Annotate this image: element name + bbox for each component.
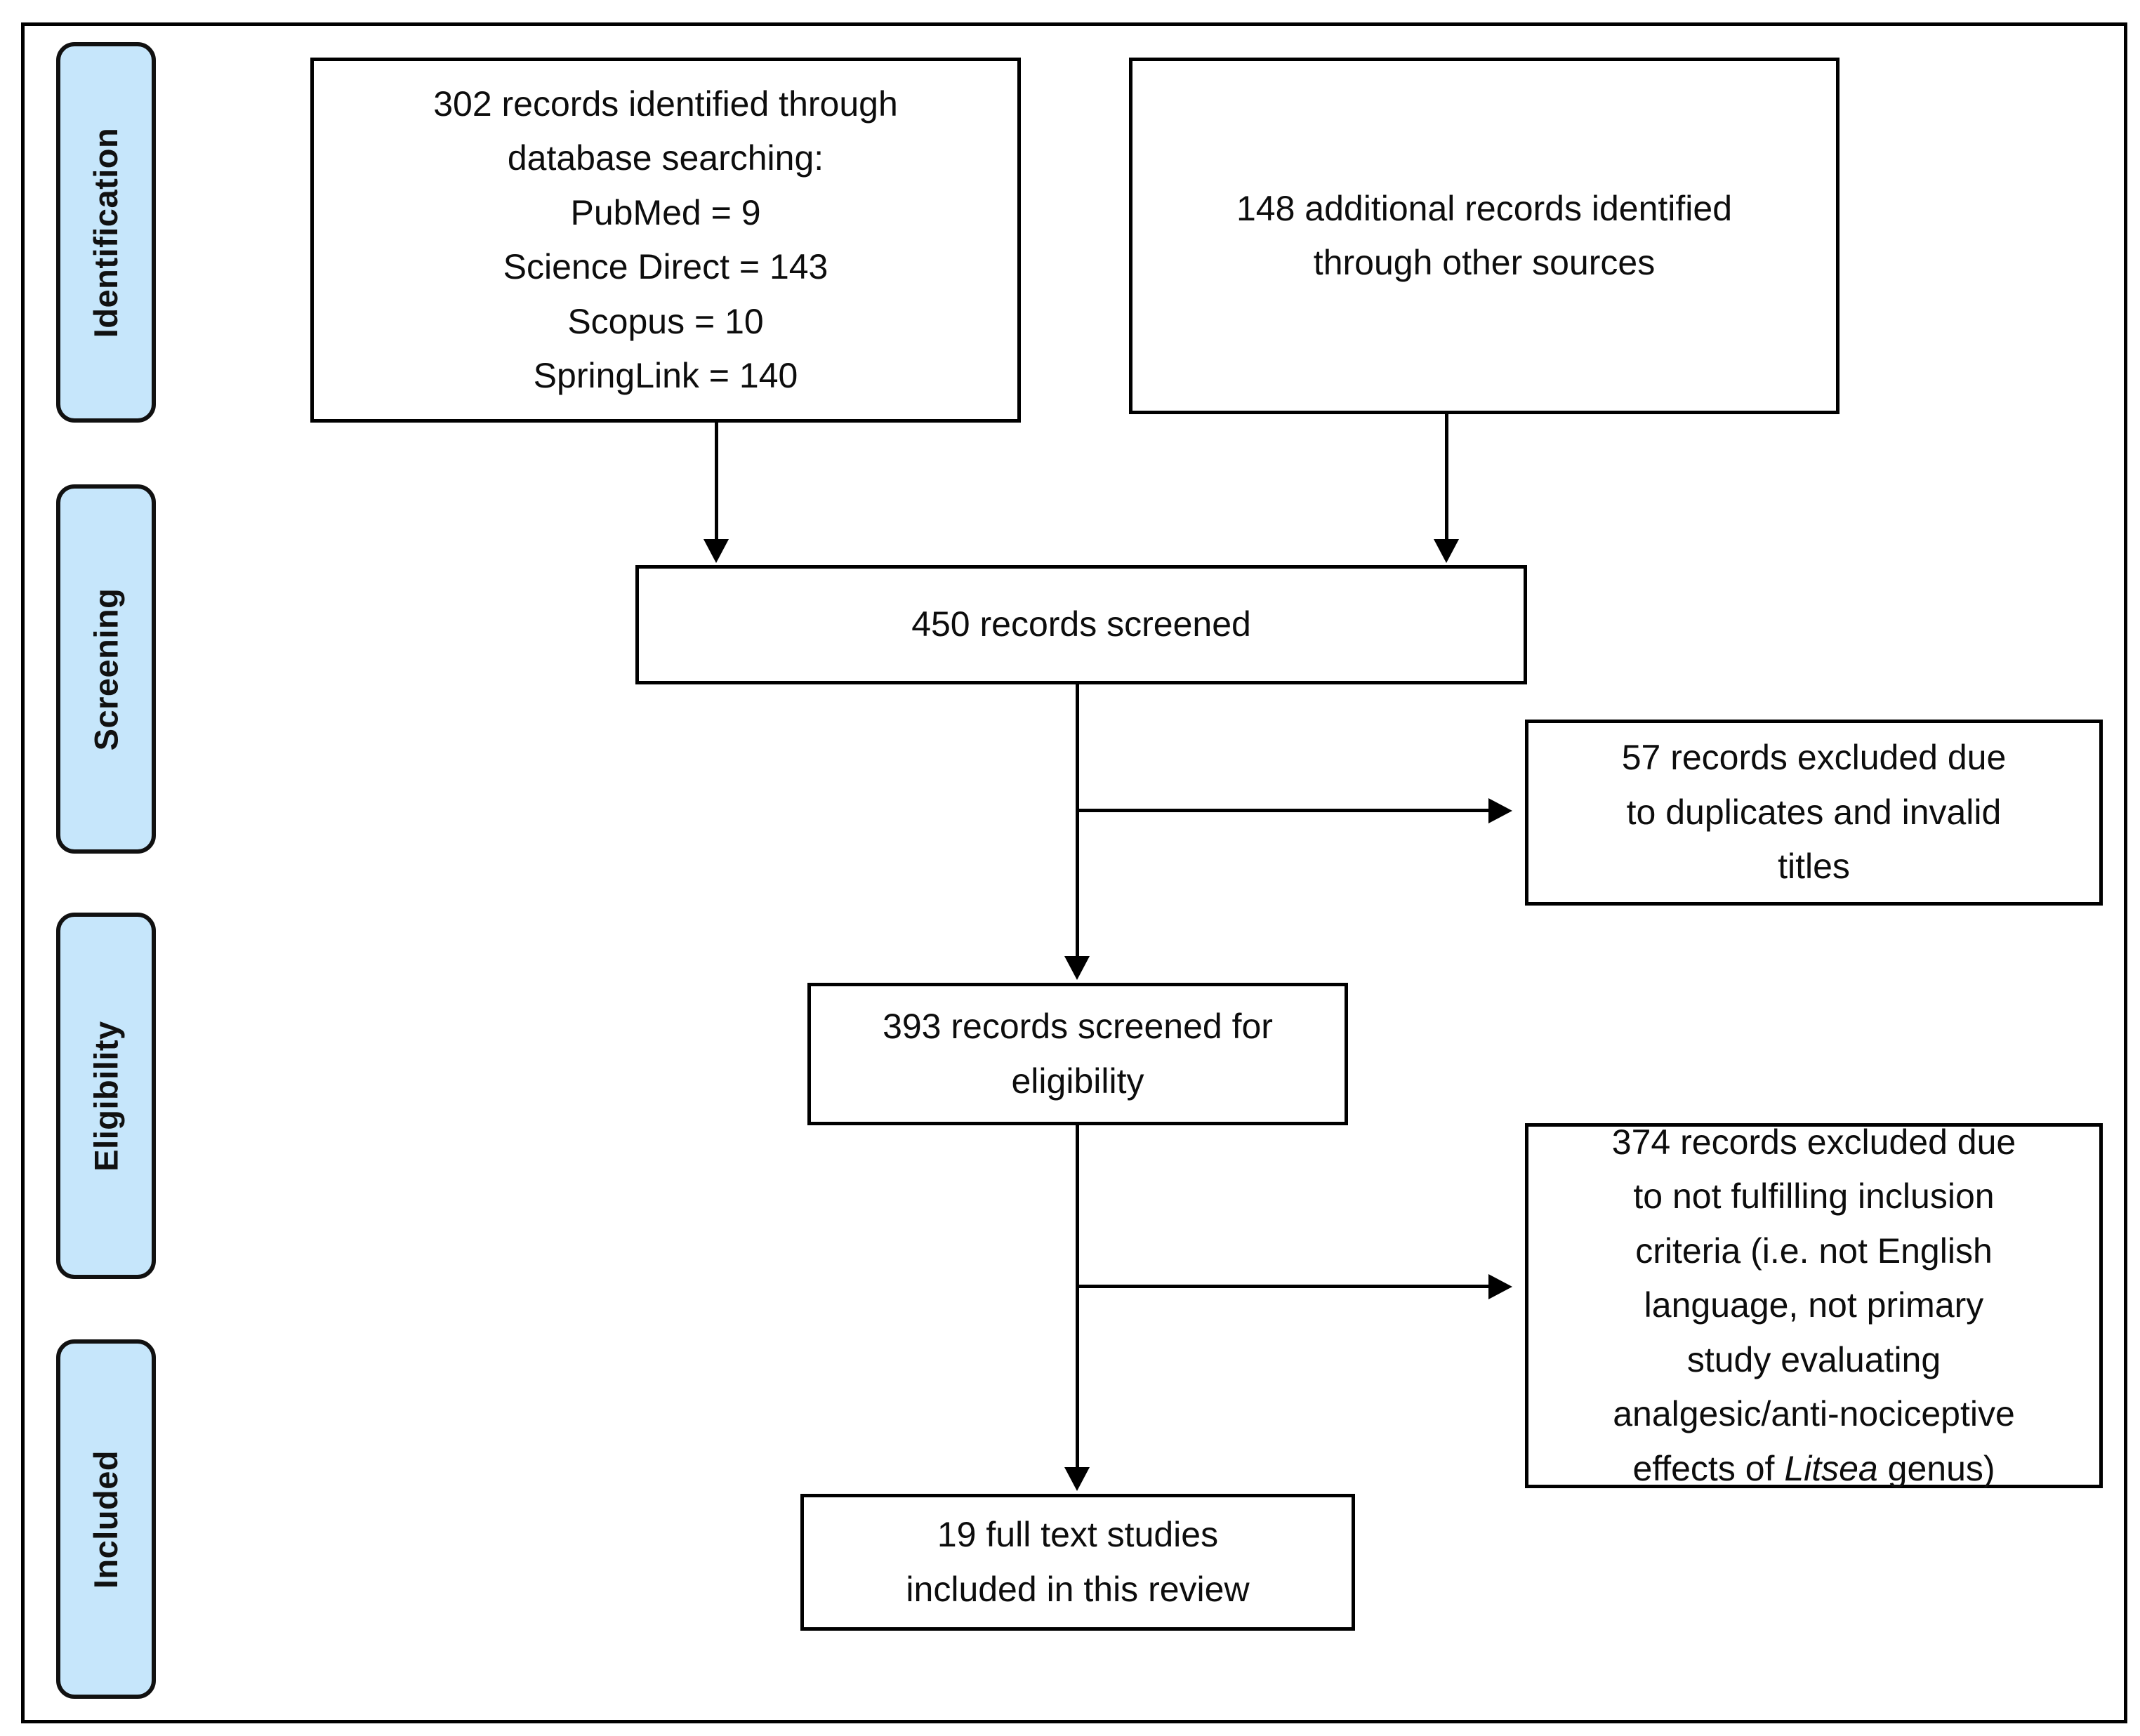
box-screened-eligibility-text: 393 records screened for eligibility [883,1007,1273,1101]
arrowhead-other-to-screened [1434,539,1459,563]
box-excluded-duplicates: 57 records excluded due to duplicates an… [1525,720,2103,906]
box-included-studies-text: 19 full text studies included in this re… [906,1515,1250,1609]
phase-label-screening: Screening [87,588,125,750]
connector-screened-to-eligibility [1076,684,1079,958]
excluded-criteria-text-after: genus) [1877,1448,1995,1488]
phase-pill-eligibility: Eligibility [56,913,156,1279]
box-screened-eligibility: 393 records screened for eligibility [807,983,1348,1125]
phase-pill-screening: Screening [56,484,156,854]
box-other-sources: 148 additional records identified throug… [1129,58,1840,414]
connector-database-to-screened [715,423,718,542]
phase-label-included: Included [87,1450,125,1589]
box-database-search-text: 302 records identified through database … [433,84,898,396]
connector-screened-to-excluded-duplicates [1076,809,1490,812]
phase-pill-identification: Identification [56,42,156,423]
arrowhead-eligibility-to-excluded-criteria [1488,1274,1512,1299]
box-excluded-duplicates-text: 57 records excluded due to duplicates an… [1621,738,2007,887]
excluded-criteria-genus-name: Litsea [1784,1448,1878,1488]
arrowhead-screened-to-eligibility [1064,956,1090,980]
connector-eligibility-to-excluded-criteria [1076,1285,1490,1288]
box-database-search: 302 records identified through database … [310,58,1021,423]
box-records-screened-text: 450 records screened [911,604,1251,644]
connector-other-to-screened [1445,414,1448,542]
arrowhead-database-to-screened [704,539,729,563]
phase-label-eligibility: Eligibility [87,1020,125,1172]
box-excluded-criteria: 374 records excluded due to not fulfilli… [1525,1122,2103,1488]
box-records-screened: 450 records screened [635,565,1527,684]
box-other-sources-text: 148 additional records identified throug… [1236,188,1733,283]
phase-pill-included: Included [56,1339,156,1699]
phase-label-identification: Identification [87,127,125,338]
arrowhead-eligibility-to-included [1064,1467,1090,1491]
connector-eligibility-to-included [1076,1125,1079,1469]
arrowhead-screened-to-excluded-duplicates [1488,798,1512,823]
excluded-criteria-text-before: 374 records excluded due to not fulfilli… [1611,1122,2016,1488]
box-included-studies: 19 full text studies included in this re… [800,1494,1355,1631]
box-excluded-criteria-text: 374 records excluded due to not fulfilli… [1599,1115,2028,1497]
